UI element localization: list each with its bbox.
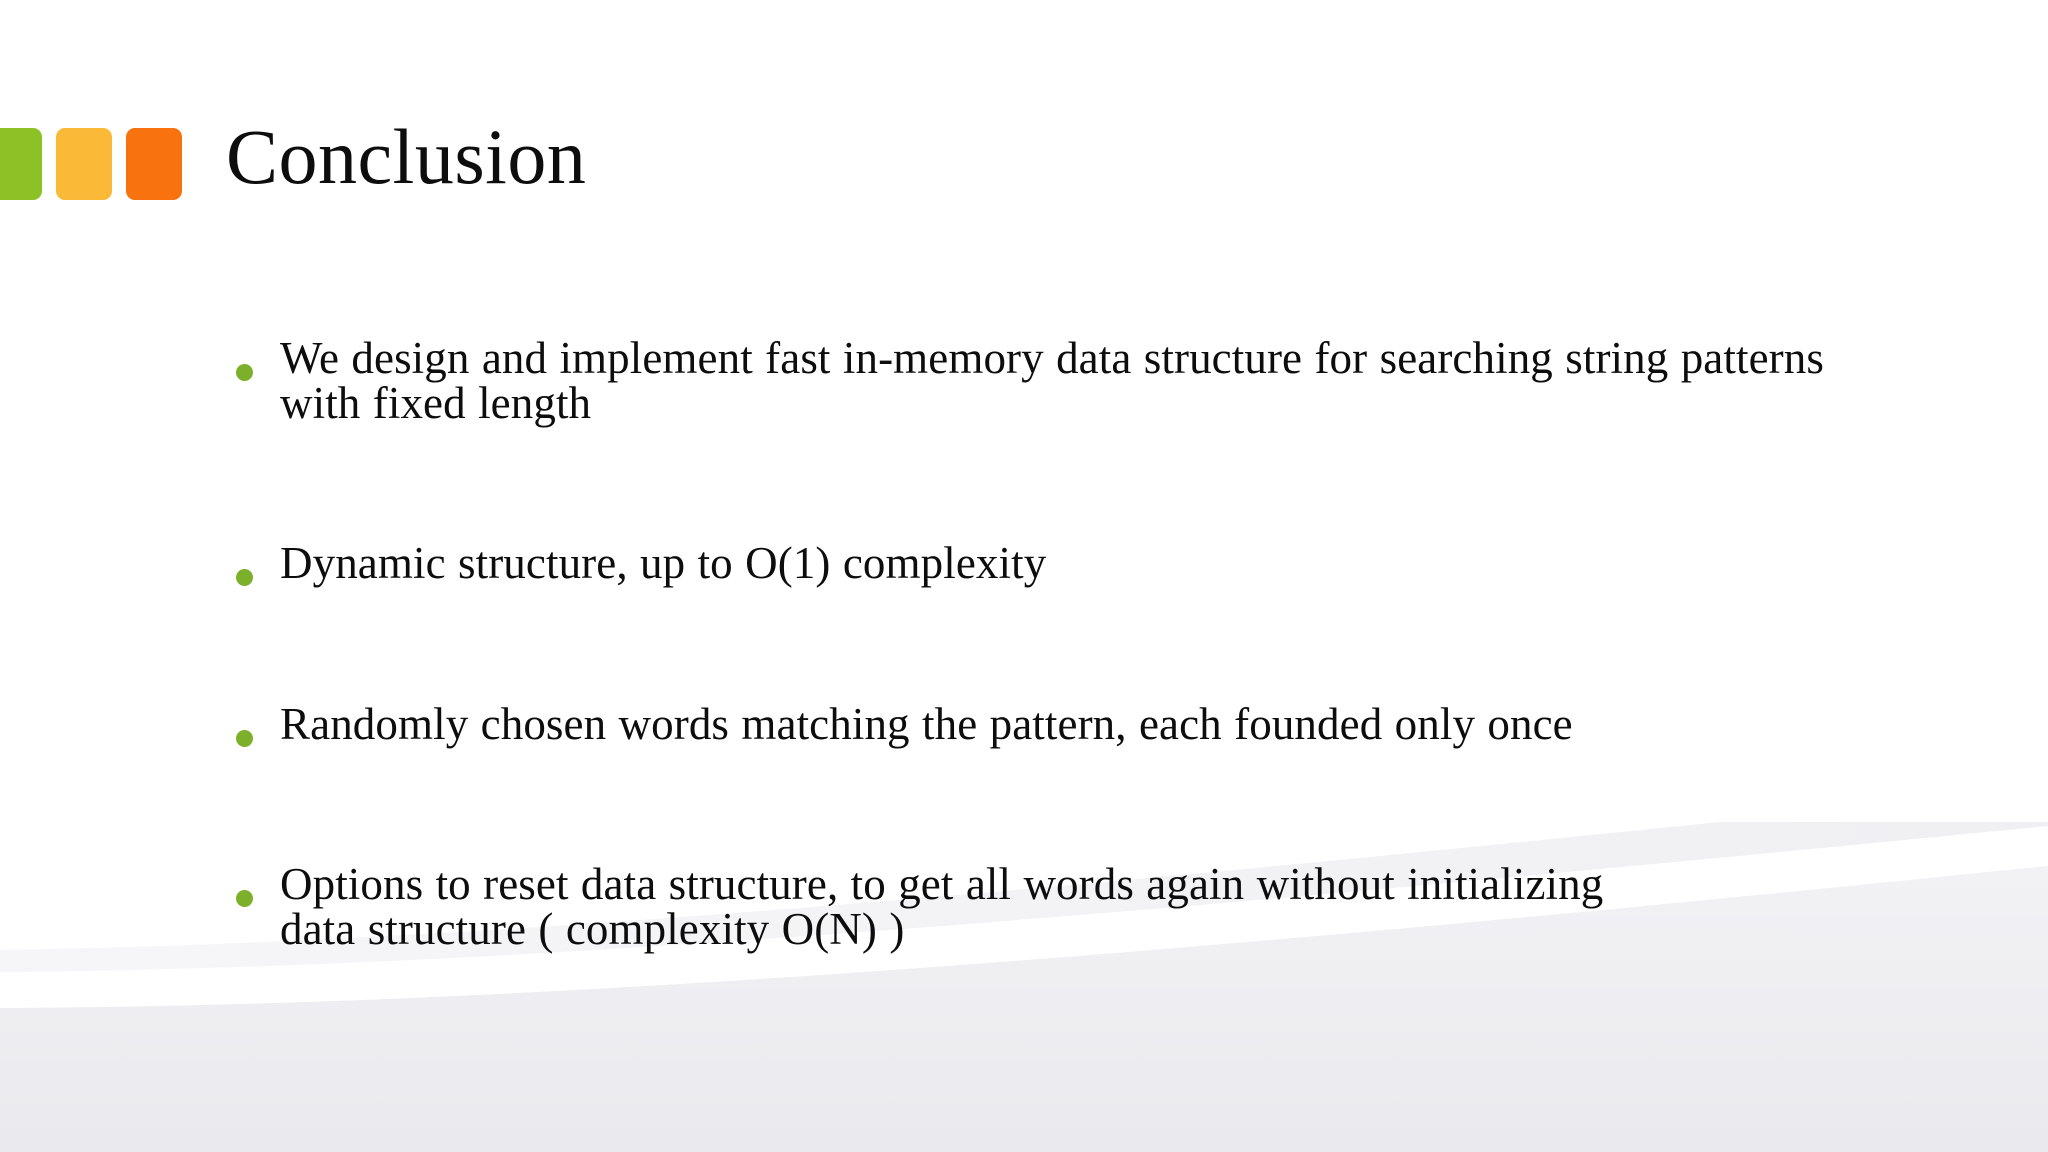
list-item: Randomly chosen words matching the patte… bbox=[228, 698, 1868, 749]
decoration-tab-orange-icon bbox=[126, 128, 182, 200]
list-item: Options to reset data structure, to get … bbox=[228, 862, 1868, 951]
slide-title: Conclusion bbox=[226, 113, 587, 200]
list-item-text: Dynamic structure, up to O(1) complexity bbox=[280, 538, 1047, 589]
decoration-tab-green-icon bbox=[0, 128, 42, 200]
bullet-list: We design and implement fast in-memory d… bbox=[228, 333, 1868, 951]
list-item-text: Options to reset data structure, to get … bbox=[280, 859, 1604, 954]
bullet-dot-icon bbox=[236, 890, 253, 908]
list-item: We design and implement fast in-memory d… bbox=[228, 333, 1868, 428]
list-item-text: We design and implement fast in-memory d… bbox=[280, 333, 1824, 428]
bullet-dot-icon bbox=[236, 364, 253, 381]
bullet-dot-icon bbox=[236, 729, 253, 747]
title-decoration-tabs bbox=[0, 128, 182, 200]
bullet-dot-icon bbox=[236, 569, 253, 587]
list-item-text: Randomly chosen words matching the patte… bbox=[280, 698, 1573, 749]
decoration-tab-amber-icon bbox=[56, 128, 112, 200]
list-item: Dynamic structure, up to O(1) complexity bbox=[228, 538, 1868, 589]
